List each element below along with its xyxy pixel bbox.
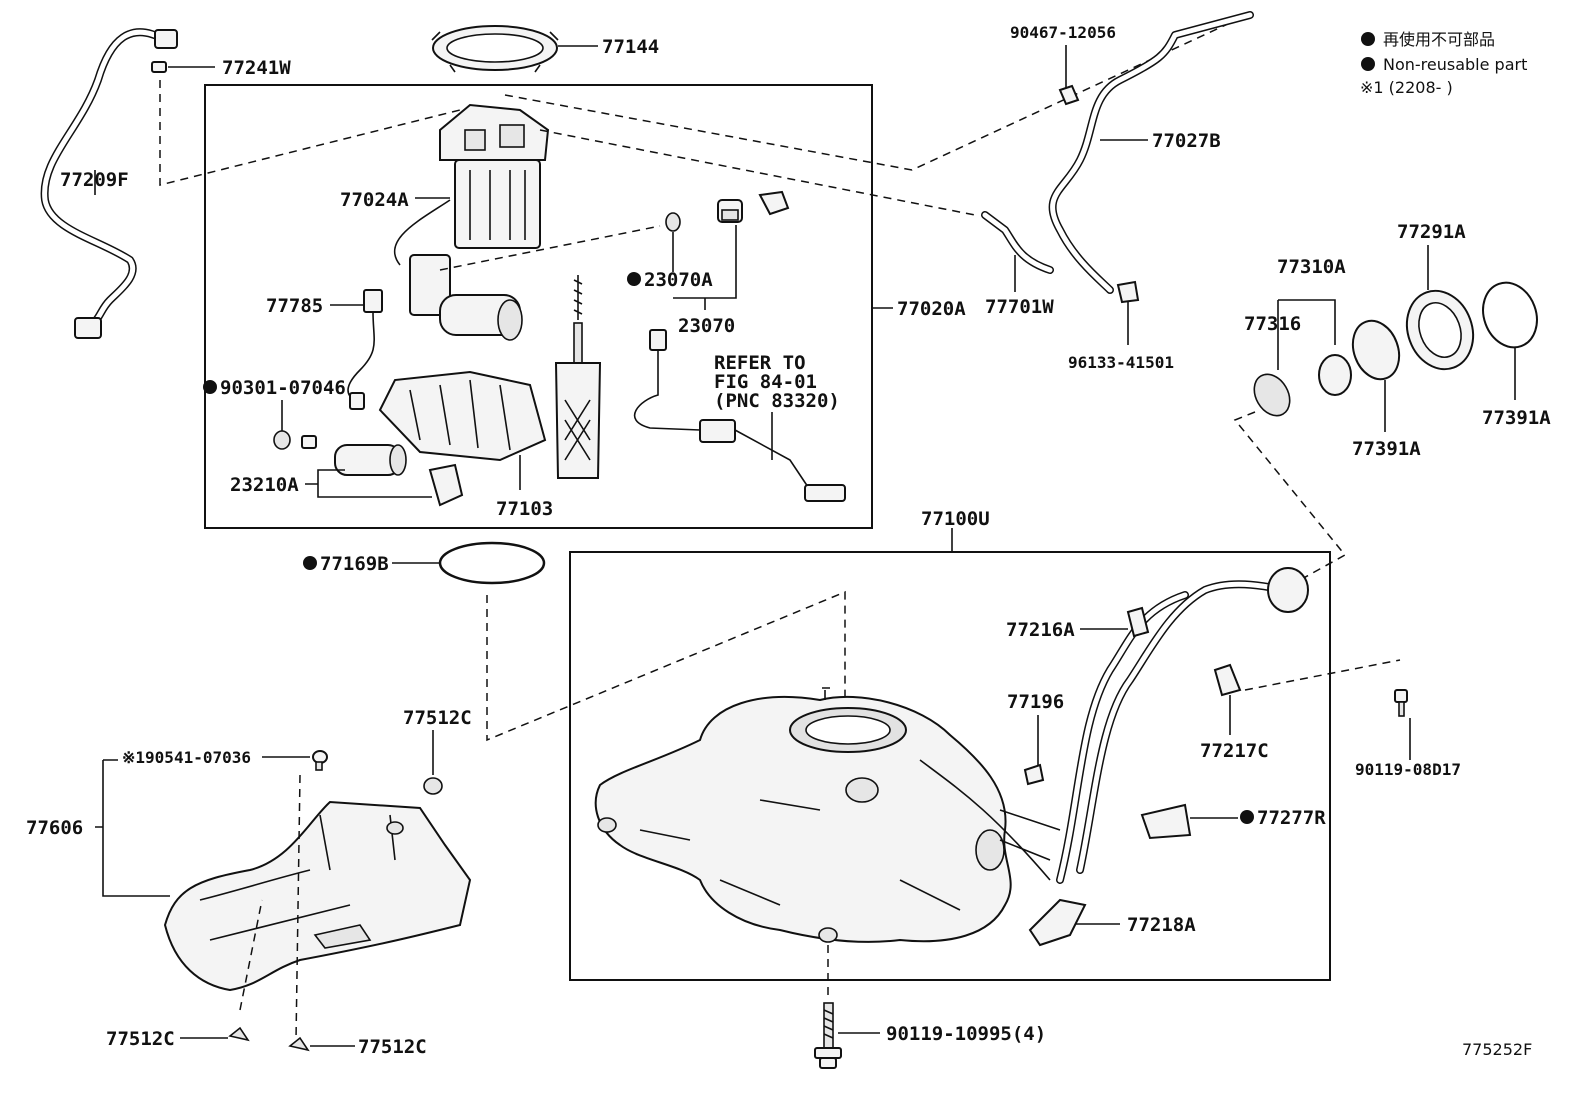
- clip-77217c: [1213, 663, 1242, 697]
- non-reusable-bullet-icon: [627, 272, 641, 286]
- label-77216a: 77216A: [1006, 619, 1075, 641]
- pump-flange-77024a: [439, 103, 550, 249]
- cap-77310a: [1318, 354, 1352, 396]
- non-reusable-bullet-icon: [1361, 57, 1375, 71]
- filler-neck-cap-77291a: [1405, 289, 1475, 371]
- non-reusable-bullet-icon: [203, 380, 217, 394]
- label-23070: 23070: [678, 315, 735, 337]
- label-77218a: 77218A: [1127, 914, 1196, 936]
- label-96133-41501: 96133-41501: [1068, 353, 1174, 372]
- label-77169b: 77169B: [320, 553, 389, 575]
- o-ring-23070a: [665, 212, 681, 232]
- legend: 再使用不可部品 Non-reusable part ※1 (2208- ): [1360, 30, 1527, 97]
- label-77196: 77196: [1007, 691, 1064, 713]
- label-77027b: 77027B: [1152, 130, 1221, 152]
- non-reusable-bullet-icon: [303, 556, 317, 570]
- label-77217c: 77217C: [1200, 740, 1269, 762]
- bolt-90119-10995: [814, 1002, 842, 1069]
- label-90119-08d17: 90119-08D17: [1355, 760, 1461, 779]
- label-77277r: 77277R: [1257, 807, 1326, 829]
- label-77606: 77606: [26, 817, 83, 839]
- gasket-77391a-inner: [1351, 319, 1401, 381]
- hose-77027b: [1048, 11, 1254, 294]
- pressure-regulator-23070: [717, 190, 790, 223]
- label-77512c-top: 77512C: [403, 707, 472, 729]
- pump-bracket-77103: [378, 370, 547, 462]
- vent-hose-77209f: [40, 28, 178, 339]
- label-77391a-left: 77391A: [1352, 438, 1421, 460]
- harness-refer-84-01: [633, 329, 846, 502]
- label-77512c-right: 77512C: [358, 1036, 427, 1058]
- label-23070a: 23070A: [644, 269, 713, 291]
- label-77100u: 77100U: [921, 508, 990, 530]
- label-refer-line2: FIG 84-01: [714, 371, 817, 393]
- label-90119-10995: 90119-10995(4): [886, 1023, 1046, 1045]
- fuel-pump-body: [409, 254, 523, 341]
- clip-77216a: [1126, 606, 1150, 638]
- legend-date-range: ※1 (2208- ): [1360, 78, 1453, 97]
- label-refer-line3: (PNC 83320): [714, 390, 840, 412]
- fuel-pump-23210a: [334, 444, 464, 507]
- non-reusable-bullet-icon: [1361, 32, 1375, 46]
- label-77020a: 77020A: [897, 298, 966, 320]
- label-77316: 77316: [1244, 313, 1301, 335]
- level-sender-rod: [554, 275, 602, 479]
- label-90301-07046: 90301-07046: [220, 377, 346, 399]
- retainer-ring-77144: [431, 25, 559, 73]
- bracket-77218a: [1028, 898, 1087, 947]
- label-77209f: 77209F: [60, 169, 129, 191]
- clamp-96133: [1116, 280, 1140, 304]
- fuel-tank-77100u: [594, 687, 1012, 943]
- label-90467-12056: 90467-12056: [1010, 23, 1116, 42]
- o-ring-90301: [273, 430, 291, 450]
- clip-190541-07036: [312, 750, 328, 771]
- label-77701w: 77701W: [985, 296, 1054, 318]
- bolt-90119-08d17: [1394, 689, 1408, 717]
- fuel-tank-box: [569, 551, 1331, 981]
- grommet-77512c-top: [423, 777, 443, 795]
- label-77144: 77144: [602, 36, 659, 58]
- label-refer-line1: REFER TO: [714, 352, 806, 374]
- heat-shield-77606: [163, 800, 472, 992]
- legend-en: Non-reusable part: [1383, 55, 1527, 74]
- label-23210a: 23210A: [230, 474, 299, 496]
- label-77310a: 77310A: [1277, 256, 1346, 278]
- label-77391a-right: 77391A: [1482, 407, 1551, 429]
- hose-77701w: [981, 211, 1054, 274]
- clip-77277r: [1140, 803, 1192, 840]
- ring-77316: [1253, 373, 1291, 417]
- label-77512c-left: 77512C: [106, 1028, 175, 1050]
- label-190541-07036: ※190541-07036: [122, 748, 251, 767]
- pump-assembly-box: [204, 84, 873, 529]
- gasket-77169b: [438, 541, 546, 585]
- label-77103: 77103: [496, 498, 553, 520]
- label-77241w: 77241W: [222, 57, 291, 79]
- non-reusable-bullet-icon: [1240, 810, 1254, 824]
- clip-77196: [1023, 763, 1045, 786]
- label-77785: 77785: [266, 295, 323, 317]
- clip-90467: [1058, 84, 1080, 106]
- legend-jp: 再使用不可部品: [1383, 30, 1495, 49]
- clip-77241w: [151, 61, 167, 73]
- figure-id: 775252F: [1462, 1040, 1532, 1059]
- grommet-77512c-left: [228, 1026, 250, 1042]
- grommet-77512c-right: [288, 1036, 310, 1052]
- label-77291a: 77291A: [1397, 221, 1466, 243]
- wire-harness-77785: [347, 289, 383, 410]
- label-77024a: 77024A: [340, 189, 409, 211]
- filler-pipe: [919, 567, 1309, 884]
- gasket-77391a-outer: [1482, 281, 1538, 349]
